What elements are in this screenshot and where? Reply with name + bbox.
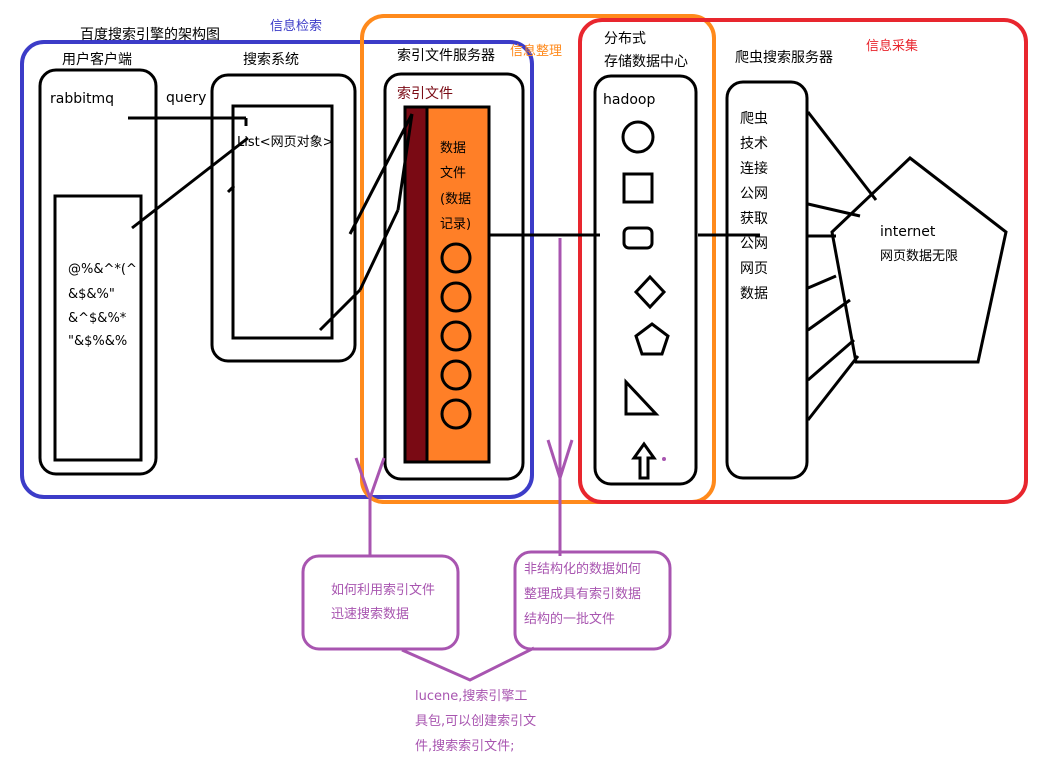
garbled-line-3: &^$&%*	[68, 311, 127, 326]
rabbitmq-label: rabbitmq	[50, 91, 114, 107]
up-arrow-icon	[631, 441, 657, 480]
internet-desc: 网页数据无限	[880, 249, 958, 264]
note-box-unstructured	[513, 550, 672, 651]
retrieval-label: 信息检索	[270, 18, 322, 34]
record-circle-1	[440, 242, 472, 274]
user-client-box	[38, 68, 158, 476]
lucene-note-line-3: 件,搜索索引文件;	[415, 739, 515, 754]
square-shape-icon	[622, 172, 654, 204]
search-system-panel: 搜索系统 query List<网页对象>	[166, 51, 357, 363]
data-file-block	[425, 105, 491, 464]
data-file-line-1: 数据	[440, 141, 466, 156]
search-system-box	[210, 73, 357, 363]
storage-box	[593, 74, 698, 486]
record-circle-2	[440, 281, 472, 313]
index-file-label: 索引文件	[397, 85, 453, 102]
user-client-panel: 用户客户端 rabbitmq @%&^*(^ &$&%" &^$&%* "&$%…	[38, 51, 158, 476]
crawler-line-6: 公网	[740, 236, 768, 252]
circle-shape-icon	[621, 120, 655, 154]
storage-title-line-2: 存储数据中心	[604, 54, 688, 70]
search-system-title: 搜索系统	[243, 51, 299, 68]
crawler-box	[725, 80, 809, 480]
note-box-index-usage	[301, 554, 460, 651]
note-unstructured-line-3: 结构的一批文件	[524, 611, 615, 627]
pentagon-shape-icon	[634, 322, 670, 356]
crawler-line-3: 连接	[740, 160, 768, 177]
user-client-title: 用户客户端	[62, 51, 132, 68]
note-unstructured-line-2: 整理成具有索引数据	[524, 587, 641, 602]
crawler-line-5: 获取	[740, 211, 768, 227]
internet-node: internet 网页数据无限	[830, 156, 1008, 364]
result-list-box	[231, 104, 334, 340]
connector-lines	[128, 111, 878, 421]
record-circle-3	[440, 320, 472, 352]
organize-label: 信息整理	[510, 43, 562, 59]
lucene-note-line-2: 具包,可以创建索引文	[415, 714, 536, 729]
data-file-line-4: 记录)	[440, 217, 471, 232]
data-file-line-2: 文件	[440, 166, 466, 181]
hadoop-label: hadoop	[603, 92, 655, 108]
query-label: query	[166, 90, 206, 106]
garbled-text-box	[53, 194, 143, 462]
crawler-line-7: 网页	[740, 261, 768, 277]
garbled-line-2: &$&%"	[68, 287, 115, 302]
index-server-box	[383, 72, 525, 481]
index-server-panel: 索引文件服务器 索引文件 数据 文件 (数据 记录)	[383, 47, 525, 481]
note-index-usage-line-1: 如何利用索引文件	[331, 582, 435, 598]
collect-label: 信息采集	[866, 38, 918, 54]
rounded-rect-shape-icon	[622, 226, 654, 250]
garbled-line-4: "&$%&%	[68, 334, 127, 349]
diagram-title: 百度搜索引擎的架构图	[80, 26, 220, 43]
crawler-line-8: 数据	[740, 286, 768, 302]
retrieval-region-frame	[20, 40, 534, 499]
garbled-line-1: @%&^*(^	[68, 262, 137, 277]
collect-region-frame	[578, 18, 1028, 504]
storage-title-line-1: 分布式	[604, 31, 646, 47]
index-file-bar	[403, 105, 429, 464]
crawler-line-2: 技术	[740, 136, 768, 152]
note-unstructured-line-1: 非结构化的数据如何	[524, 561, 641, 577]
crawler-panel: 爬虫搜索服务器 爬虫 技术 连接 公网 获取 公网 网页 数据	[725, 49, 833, 480]
internet-label: internet	[880, 224, 936, 240]
storage-panel: 分布式 存储数据中心 hadoop	[593, 31, 698, 486]
internet-pentagon	[830, 156, 1008, 364]
crawler-line-4: 公网	[740, 186, 768, 202]
data-file-line-3: (数据	[440, 192, 471, 207]
index-server-title: 索引文件服务器	[397, 47, 495, 64]
lucene-note-line-1: lucene,搜索引擎工	[415, 689, 527, 704]
record-circle-4	[440, 359, 472, 391]
triangle-shape-icon	[624, 378, 660, 416]
result-list-label: List<网页对象>	[237, 135, 334, 150]
crawler-title: 爬虫搜索服务器	[735, 49, 833, 66]
dot-mark	[662, 457, 666, 461]
record-circle-5	[440, 398, 472, 430]
note-index-usage-line-2: 迅速搜索数据	[331, 607, 409, 622]
diamond-shape-icon	[633, 274, 667, 310]
crawler-line-1: 爬虫	[740, 111, 768, 127]
annotation-connectors	[354, 238, 574, 682]
organize-region-frame	[360, 14, 716, 504]
